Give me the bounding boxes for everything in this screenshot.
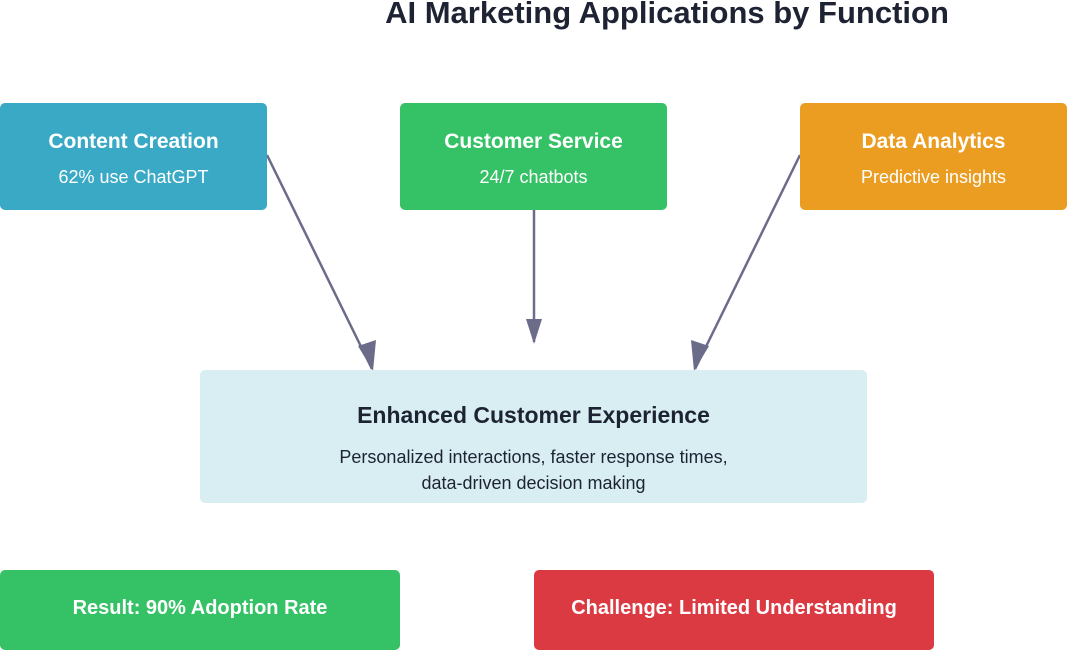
arrowhead-analytics <box>691 340 709 371</box>
content-creation-subtitle: 62% use ChatGPT <box>58 167 209 187</box>
arrowhead-content <box>358 340 376 371</box>
result-box: Result: 90% Adoption Rate <box>0 570 400 650</box>
customer-service-subtitle: 24/7 chatbots <box>479 167 588 187</box>
challenge-label: Challenge: Limited Understanding <box>571 597 897 619</box>
result-label: Result: 90% Adoption Rate <box>72 597 328 619</box>
enhanced-experience-title: Enhanced Customer Experience <box>357 402 710 428</box>
enhanced-experience-line-2: data-driven decision making <box>421 473 646 493</box>
customer-service-box: Customer Service 24/7 chatbots <box>400 103 667 210</box>
arrow-content-to-center <box>265 154 374 370</box>
enhanced-experience-line-1: Personalized interactions, faster respon… <box>339 447 728 467</box>
content-creation-box: Content Creation 62% use ChatGPT <box>0 103 267 210</box>
arrowhead-service <box>526 319 542 344</box>
content-creation-title: Content Creation <box>48 130 219 153</box>
diagram-title: AI Marketing Applications by Function <box>385 0 949 30</box>
customer-service-title: Customer Service <box>444 130 623 153</box>
data-analytics-subtitle: Predictive insights <box>860 167 1007 187</box>
data-analytics-title: Data Analytics <box>861 130 1006 153</box>
challenge-box: Challenge: Limited Understanding <box>534 570 934 650</box>
data-analytics-box: Data Analytics Predictive insights <box>800 103 1067 210</box>
arrow-analytics-to-center <box>693 154 802 370</box>
enhanced-experience-box: Enhanced Customer Experience Personalize… <box>200 370 867 503</box>
